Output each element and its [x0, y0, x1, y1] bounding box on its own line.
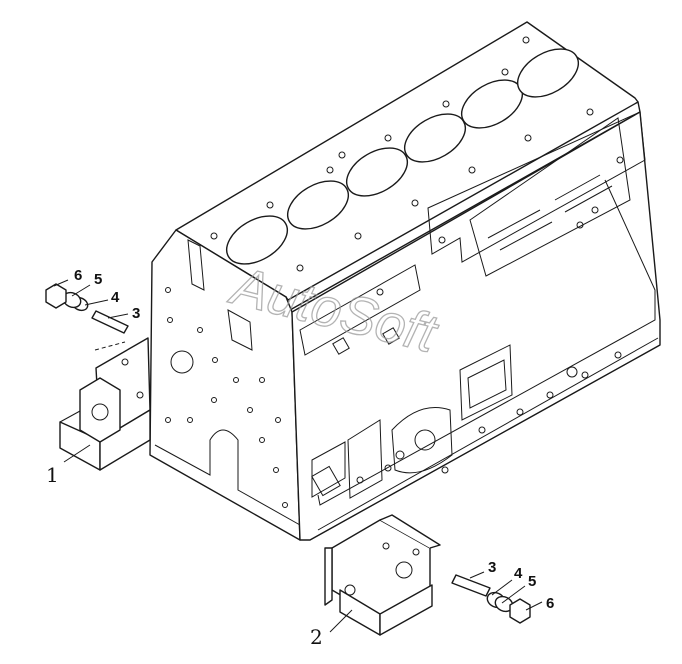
cylinder-block: [149, 21, 661, 541]
left-mounting-bracket: [59, 337, 151, 471]
right-stud-hardware: [451, 574, 531, 624]
callout-1: 1: [46, 463, 59, 487]
callout-right-6: 6: [546, 595, 554, 612]
callout-left-3: 3: [132, 305, 140, 322]
callout-right-4: 4: [514, 565, 523, 582]
callout-left-5: 5: [94, 271, 102, 288]
right-washer: [486, 591, 514, 613]
callout-left-6: 6: [74, 267, 82, 284]
block-pan-rail: [309, 337, 661, 541]
left-washer: [62, 291, 89, 312]
callout-labels: 1 2 6 5 4 3 3 4 5 6: [46, 267, 554, 649]
callout-left-4: 4: [111, 289, 120, 306]
right-stud: [451, 574, 491, 597]
callout-right-3: 3: [488, 559, 496, 576]
callout-2: 2: [310, 625, 323, 649]
left-stud-hardware: [45, 283, 129, 334]
cylinder-bores: [226, 48, 579, 265]
leader-lines: [53, 279, 543, 633]
right-nut: [509, 598, 531, 624]
left-nut: [45, 283, 67, 309]
left-stud: [91, 310, 129, 334]
right-mounting-bracket: [324, 514, 441, 636]
callout-right-5: 5: [528, 573, 536, 590]
head-bolt-holes: [210, 36, 594, 272]
